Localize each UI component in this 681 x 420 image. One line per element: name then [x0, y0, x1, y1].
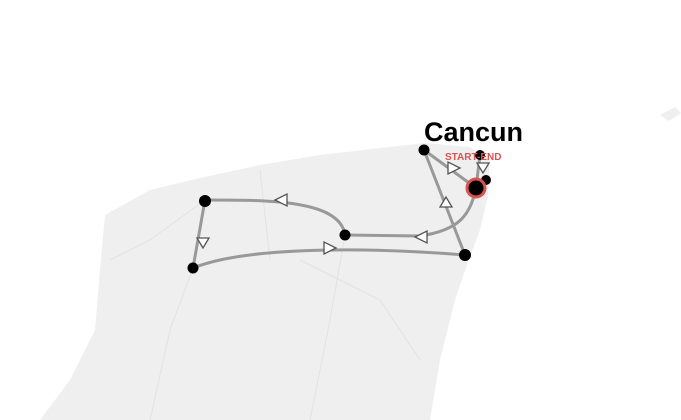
start-end-label: START-END	[445, 152, 502, 163]
arrow-icon	[438, 195, 454, 208]
arrow-icon	[475, 162, 491, 175]
stop-marker	[187, 262, 199, 274]
route-leg	[191, 199, 207, 269]
route-leg	[204, 198, 347, 236]
stop-marker	[339, 229, 351, 241]
arrow-icon	[323, 240, 338, 256]
land-island	[660, 107, 681, 121]
stop-marker	[199, 195, 211, 207]
route-leg	[192, 248, 466, 270]
city-label-cancun: Cancun	[424, 117, 524, 147]
arrow-icon	[413, 229, 428, 245]
roads	[109, 169, 421, 420]
arrow-icon	[447, 160, 462, 176]
stop-marker	[475, 150, 485, 160]
arrow-icon	[273, 192, 288, 208]
direction-arrows	[195, 160, 491, 256]
stop-marker	[459, 249, 471, 261]
arrow-icon	[195, 237, 211, 250]
stop-marker	[418, 144, 430, 156]
start-end-marker[interactable]	[465, 177, 487, 199]
land-yucatan-peninsula	[40, 143, 490, 420]
